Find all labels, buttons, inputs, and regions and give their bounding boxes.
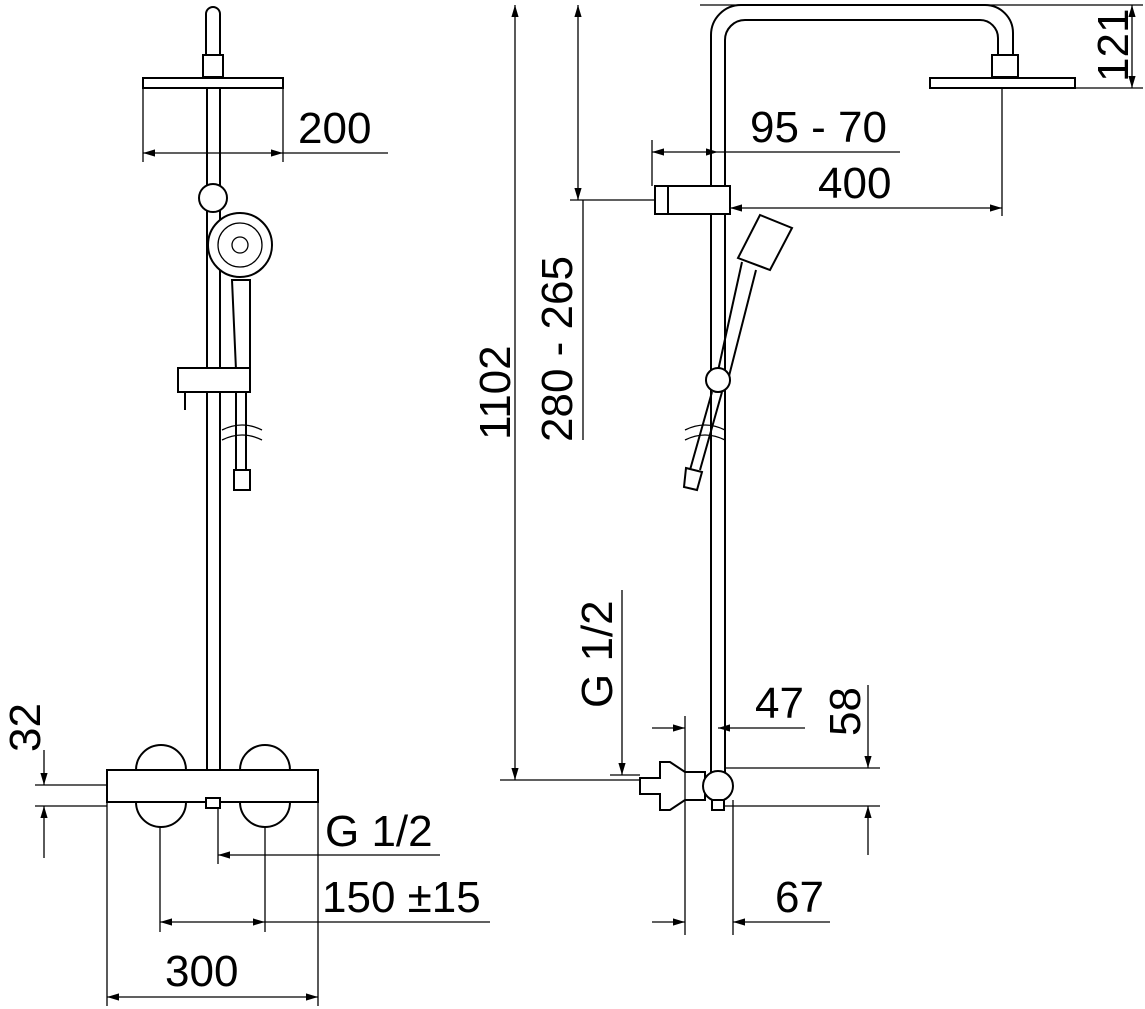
- dim-32: 32: [1, 703, 50, 752]
- dim-67: 67: [775, 873, 824, 922]
- side-hand-shower-head: [736, 213, 794, 272]
- hose-end: [233, 469, 251, 491]
- dim-300: 300: [165, 947, 238, 996]
- knob-left: [135, 744, 187, 828]
- dim-95-70: 95 - 70: [750, 103, 887, 152]
- hand-shower-handle: [230, 279, 251, 371]
- thermostat-body: [106, 769, 319, 803]
- side-view: 121 1102 280 - 265 95 - 70 400 G 1/2 47 …: [471, 4, 1143, 935]
- dim-47: 47: [755, 679, 804, 728]
- dim-g12-side: G 1/2: [573, 600, 622, 708]
- dim-58: 58: [821, 687, 870, 736]
- dim-121: 121: [1089, 9, 1138, 82]
- dim-150: 150 ±15: [322, 873, 481, 922]
- dim-1102: 1102: [471, 345, 520, 440]
- bracket-knob: [198, 183, 228, 213]
- side-handle: [715, 261, 757, 381]
- side-rain-head: [929, 77, 1076, 89]
- slider: [177, 367, 251, 393]
- front-view: 200 32 G 1/2 150 ±15 300: [1, 6, 490, 1006]
- side-bracket: [654, 185, 731, 215]
- dim-400: 400: [818, 159, 891, 208]
- dim-280-265: 280 - 265: [533, 256, 582, 442]
- side-mixer-knob: [702, 770, 734, 802]
- gooseneck-inner: [724, 19, 999, 772]
- dim-200: 200: [298, 104, 371, 153]
- rain-shower-head: [142, 77, 284, 89]
- rain-pipe-top: [205, 6, 221, 75]
- dim-g12-front: G 1/2: [325, 807, 433, 856]
- side-valve: [639, 761, 706, 811]
- rain-head-joint: [202, 54, 224, 78]
